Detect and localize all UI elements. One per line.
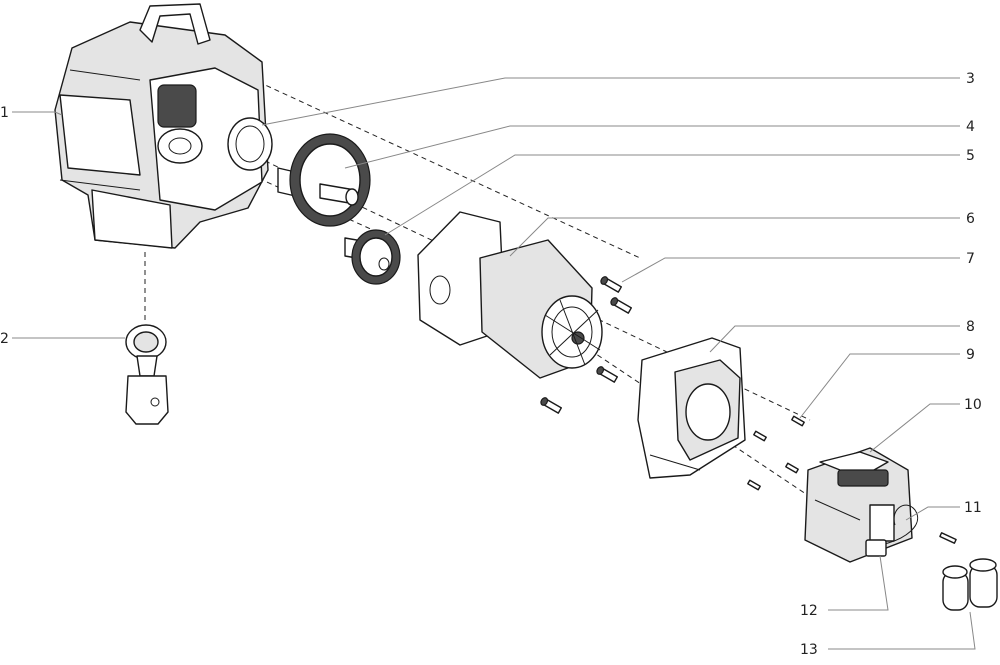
leader-7 (621, 257, 960, 283)
part-4-large-gear (277, 133, 371, 227)
leader-1 (12, 111, 63, 116)
leader-4 (344, 125, 960, 169)
callout-3: 3 (966, 71, 975, 87)
leader-3 (261, 77, 960, 126)
part-2-connecting-rod (125, 324, 169, 425)
part-1-housing (54, 3, 269, 249)
leader-11 (905, 506, 960, 521)
part-10-control-module (804, 447, 913, 563)
part-6-motor (417, 211, 603, 379)
callout-4: 4 (966, 119, 975, 135)
leader-9 (799, 353, 960, 419)
callout-11: 11 (964, 500, 982, 516)
part-9-screws (747, 415, 805, 491)
leader-10 (869, 403, 960, 453)
leader-lines (12, 77, 976, 650)
callout-labels: 1 2 3 4 5 6 7 8 9 10 11 12 13 (0, 71, 982, 658)
callout-5: 5 (966, 148, 975, 164)
leader-8 (709, 325, 960, 353)
part-11-clip (879, 504, 918, 546)
leader-5 (384, 154, 960, 236)
part-12-connector (865, 539, 887, 557)
part-5-small-gear (344, 229, 401, 285)
callout-12: 12 (800, 603, 818, 619)
callout-8: 8 (966, 319, 975, 335)
callout-2: 2 (0, 331, 9, 347)
leader-13 (828, 611, 976, 650)
part-8-shroud (637, 337, 746, 479)
part-7-screws (540, 276, 632, 414)
part-13-capacitors (939, 532, 998, 611)
leader-6 (509, 217, 960, 257)
callout-9: 9 (966, 347, 975, 363)
callout-6: 6 (966, 211, 975, 227)
callout-10: 10 (964, 397, 982, 413)
leader-12 (828, 555, 889, 611)
callout-13: 13 (800, 642, 818, 658)
part-3-ring (227, 117, 273, 171)
callout-7: 7 (966, 251, 975, 267)
callout-1: 1 (0, 105, 9, 121)
